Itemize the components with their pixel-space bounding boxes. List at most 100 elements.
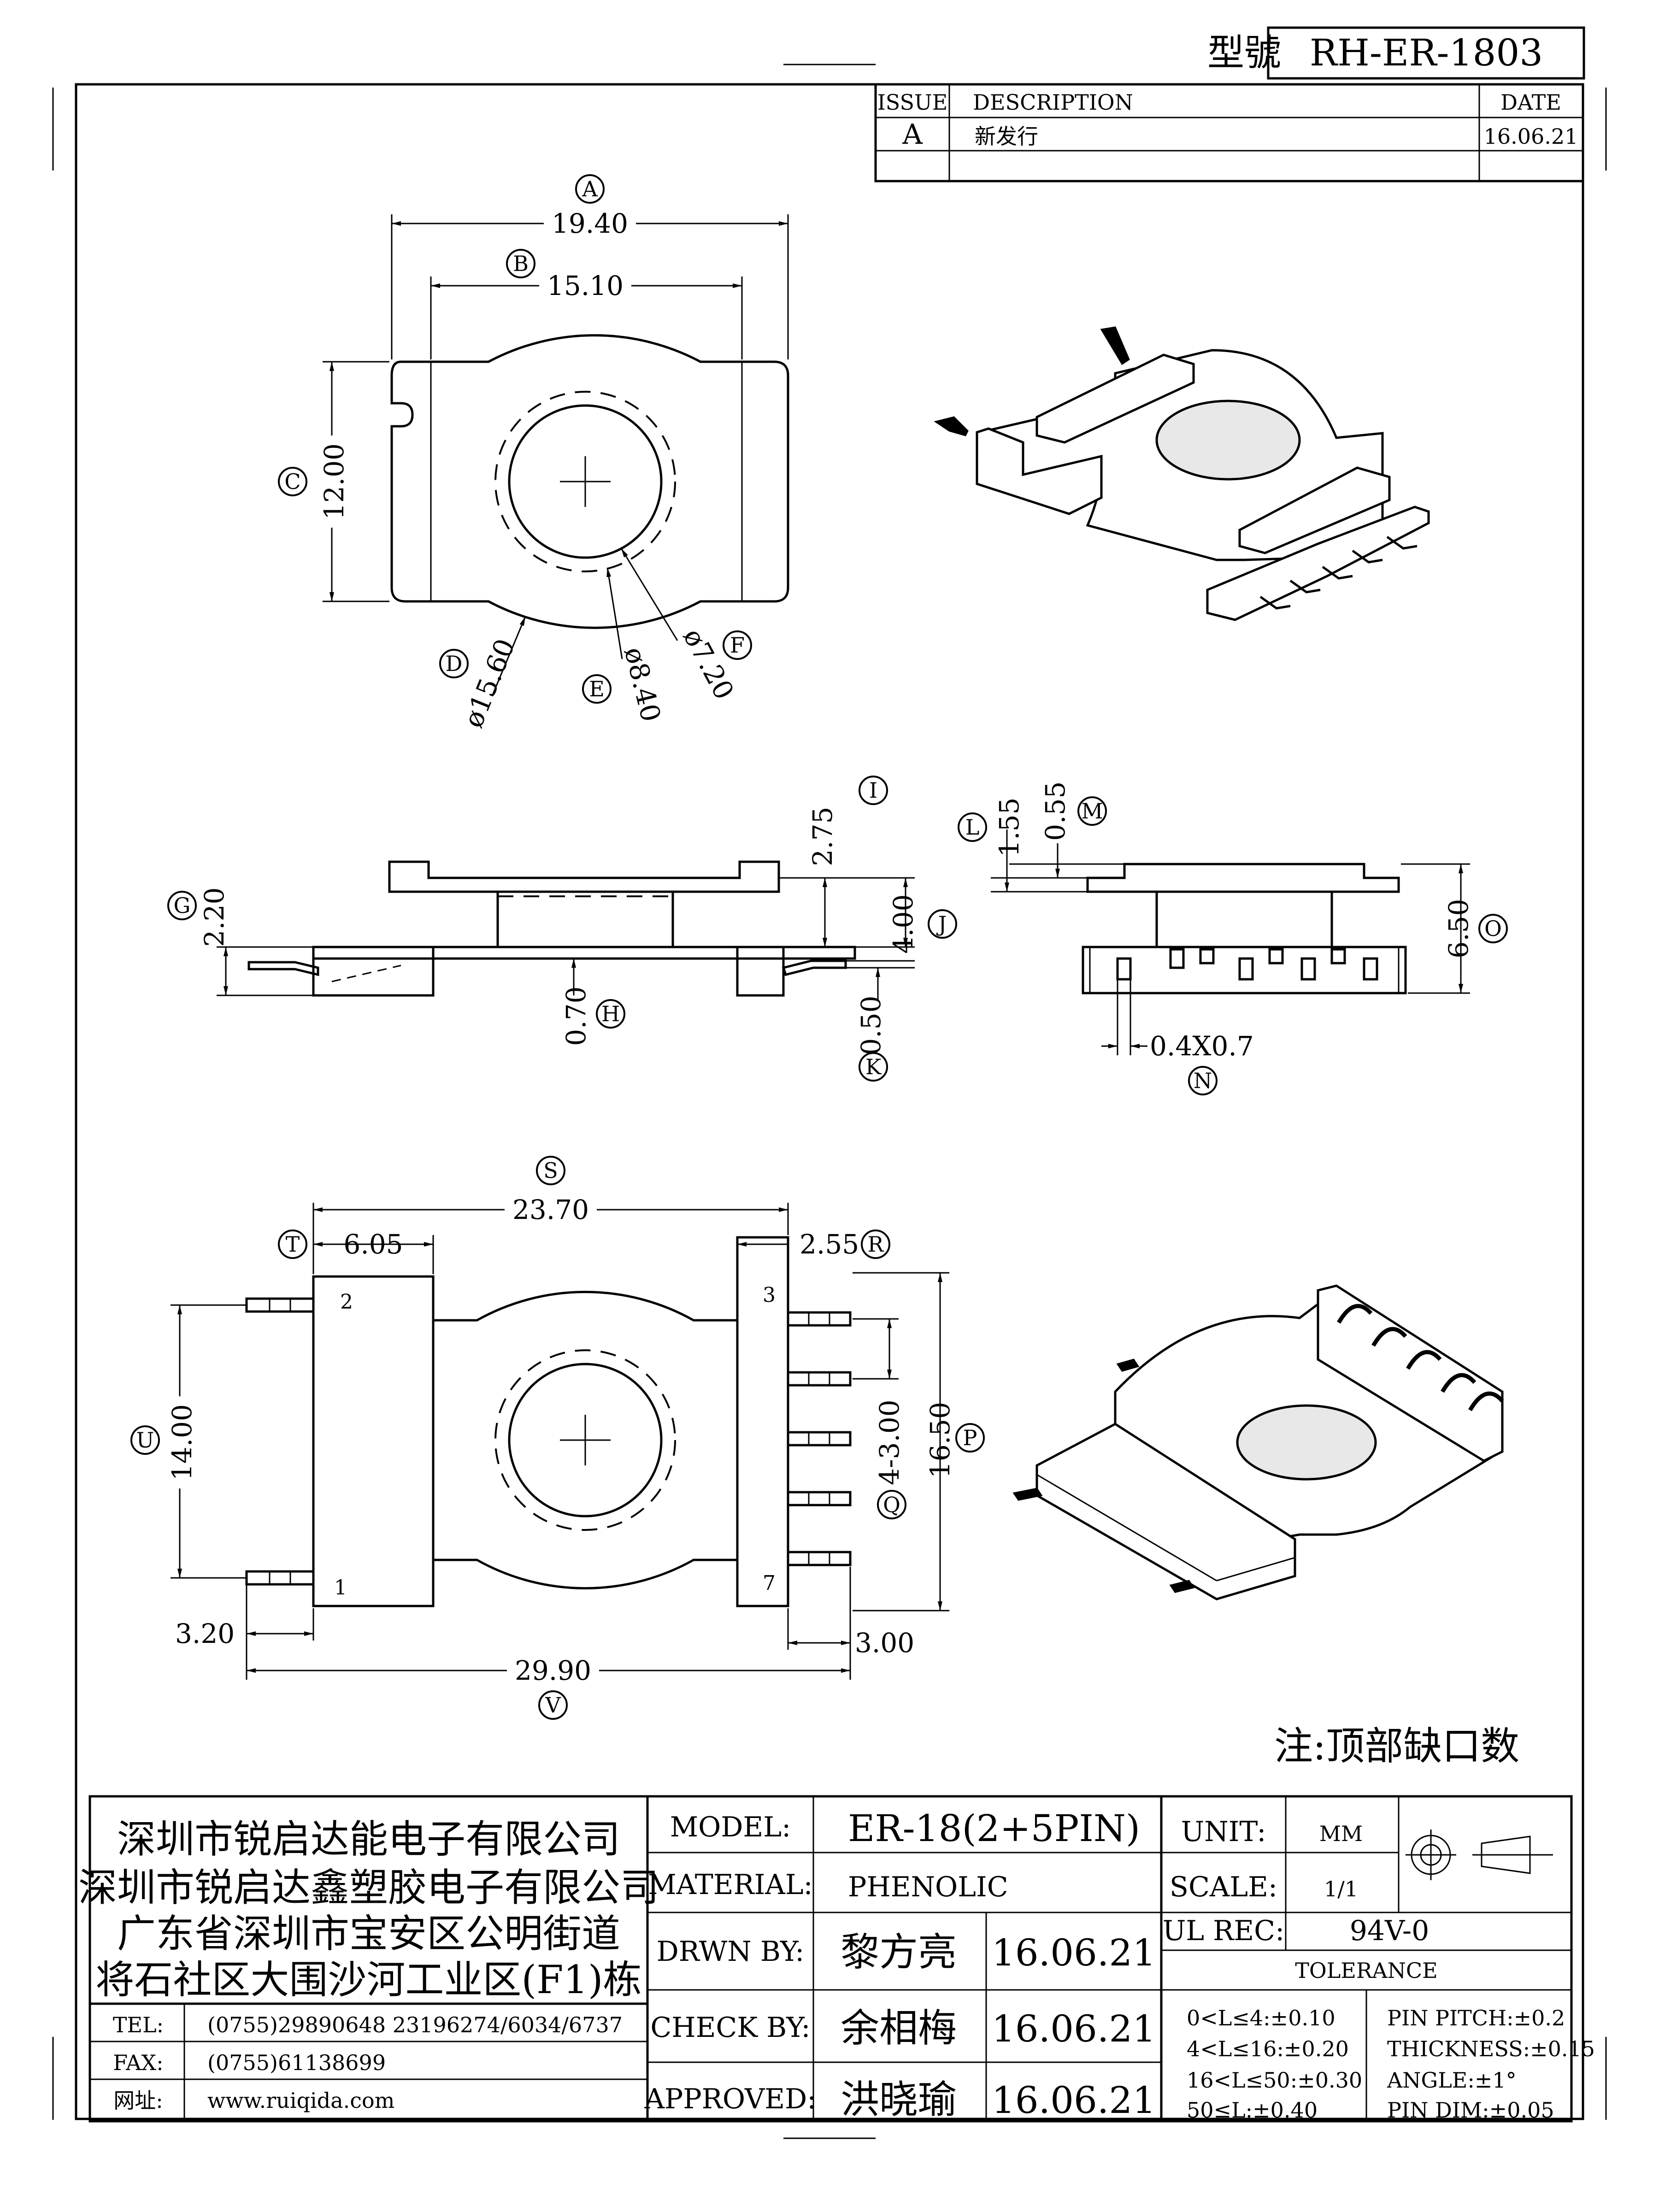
dim-Q-value: 4-3.00 <box>874 1400 905 1485</box>
dim-R-value: 2.55 <box>800 1229 859 1260</box>
revision-col-date: DATE <box>1500 90 1561 115</box>
dim-J-value: 4.00 <box>888 894 919 953</box>
front-view-left-pin <box>247 961 319 977</box>
dim-B-tag: B <box>513 251 529 276</box>
dim-pin-width-left: 3.20 <box>175 1618 235 1649</box>
dim-O-tag: O <box>1484 916 1502 941</box>
isometric-view-top <box>934 326 1430 621</box>
fax-value: (0755)61138699 <box>207 2050 386 2075</box>
approved-label: APPROVED: <box>644 2083 817 2115</box>
tolerance-3: 16<L≤50:±0.30 <box>1187 2068 1362 2093</box>
side-view: 1.55 L 0.55 M 6.50 O 0.4X0.7 N <box>958 781 1508 1095</box>
bottom-view-pin-5 <box>787 1431 852 1447</box>
dim-S-tag: S <box>543 1158 558 1183</box>
dim-A-value: 19.40 <box>552 208 628 239</box>
dim-N-value: 0.4X0.7 <box>1150 1030 1254 1062</box>
revision-description: 新发行 <box>975 124 1038 149</box>
material-value: PHENOLIC <box>848 1871 1008 1903</box>
iso1-pin-left <box>934 416 969 436</box>
unit-label: UNIT: <box>1181 1816 1266 1848</box>
dim-E-value: ø8.40 <box>618 644 667 725</box>
dim-E-tag: E <box>589 677 605 701</box>
dim-V-tag: V <box>545 1693 561 1718</box>
dim-P-value: 16.50 <box>924 1402 956 1478</box>
title-block: 深圳市锐启达能电子有限公司 深圳市锐启达鑫塑胶电子有限公司 广东省深圳市宝安区公… <box>78 1795 1595 2123</box>
model-number-box: 型號 RH-ER-1803 <box>1207 26 1585 80</box>
pin-number-1: 1 <box>334 1576 347 1600</box>
side-view-pin <box>1363 957 1378 981</box>
bottom-view-body <box>433 1291 737 1589</box>
iso1-upper-flange <box>1035 353 1195 444</box>
iso1-pin-top <box>1100 326 1130 365</box>
iso1-pin-rail <box>1206 506 1430 621</box>
web-value: www.ruiqida.com <box>207 2088 394 2113</box>
model-number-label: 型號 <box>1207 31 1281 74</box>
dim-D-tag: D <box>446 651 463 676</box>
dim-L-value: 1.55 <box>994 797 1025 857</box>
dim-D-value: ø15.60 <box>457 635 521 732</box>
company-line-1: 深圳市锐启达能电子有限公司 <box>117 1817 620 1862</box>
dim-G-value: 2.20 <box>199 887 230 947</box>
note-text: 注:顶部缺口数 <box>1274 1724 1519 1769</box>
tolerance-5: PIN PITCH:±0.2 <box>1387 2006 1565 2030</box>
model-number: RH-ER-1803 <box>1310 31 1543 74</box>
bottom-view-left-block <box>312 1275 435 1607</box>
bottom-view-pin-7 <box>787 1551 852 1566</box>
bottom-view-pin-6 <box>787 1491 852 1506</box>
bottom-view-right-block <box>736 1236 789 1607</box>
front-view-top-flange <box>388 860 780 893</box>
dim-A-tag: A <box>582 176 598 201</box>
side-view-base <box>1082 946 1407 994</box>
model-value: ER-18(2+5PIN) <box>848 1807 1140 1850</box>
tolerance-6: THICKNESS:±0.15 <box>1387 2036 1595 2061</box>
pin-number-7: 7 <box>763 1571 776 1595</box>
tolerance-4: 50≤L:±0.40 <box>1187 2098 1318 2123</box>
dim-L-tag: L <box>965 815 980 840</box>
front-view-core <box>496 890 674 948</box>
tolerance-8: PIN DIM:±0.05 <box>1387 2098 1554 2123</box>
front-view-right-pin <box>782 959 847 976</box>
unit-value: MM <box>1319 1821 1363 1846</box>
bottom-view: 2 1 3 7 23.70 S 6.05 T 2.55 R 14.00 U <box>130 1156 985 1720</box>
check-by-value: 余相梅 <box>841 2006 957 2051</box>
side-view-core <box>1155 890 1333 948</box>
tolerance-1: 0<L≤4:±0.10 <box>1187 2006 1335 2030</box>
iso2-pin-rail <box>1317 1284 1504 1462</box>
scale-label: SCALE: <box>1170 1871 1277 1903</box>
top-view-outline <box>390 334 789 629</box>
bottom-view-pin-4 <box>787 1371 852 1387</box>
dim-C-value: 12.00 <box>318 443 350 520</box>
top-view-bore <box>508 404 663 559</box>
dim-V-value: 29.90 <box>515 1655 591 1686</box>
bottom-view-pin-3 <box>787 1311 852 1327</box>
side-view-pin <box>1300 957 1316 981</box>
side-view-top-flange <box>1086 863 1400 893</box>
dim-B-value: 15.10 <box>547 270 624 301</box>
dim-H-value: 0.70 <box>560 986 592 1046</box>
scale-value: 1/1 <box>1324 1877 1358 1901</box>
material-label: MATERIAL: <box>648 1869 813 1901</box>
dim-U-tag: U <box>136 1428 154 1453</box>
web-label: 网址: <box>113 2088 163 2113</box>
revision-col-issue: ISSUE <box>877 90 948 115</box>
front-view-left-block <box>312 946 435 997</box>
model-label: MODEL: <box>670 1811 791 1843</box>
pin-number-3: 3 <box>763 1283 776 1307</box>
front-view: 2.20 G 0.70 H 2.75 I 4.00 J 0.50 K <box>167 776 957 1082</box>
side-view-pin <box>1238 957 1254 981</box>
revision-date: 16.06.21 <box>1484 124 1578 149</box>
dim-T-value: 6.05 <box>343 1229 403 1260</box>
pin-number-2: 2 <box>340 1290 353 1314</box>
dim-pin-width-right: 3.00 <box>855 1627 914 1659</box>
tel-label: TEL: <box>113 2012 164 2037</box>
dim-P-tag: P <box>963 1425 977 1450</box>
bottom-view-pin-2 <box>245 1297 315 1313</box>
top-view-bore-dashed <box>494 391 676 572</box>
revision-col-description: DESCRIPTION <box>973 90 1133 115</box>
tolerance-label: TOLERANCE <box>1295 1958 1437 1983</box>
front-view-base <box>312 946 856 960</box>
dim-U-value: 14.00 <box>166 1404 198 1481</box>
drawn-by-label: DRWN BY: <box>657 1936 805 1968</box>
approved-value: 洪晓瑜 <box>841 2077 957 2122</box>
bottom-view-bore <box>508 1363 663 1518</box>
